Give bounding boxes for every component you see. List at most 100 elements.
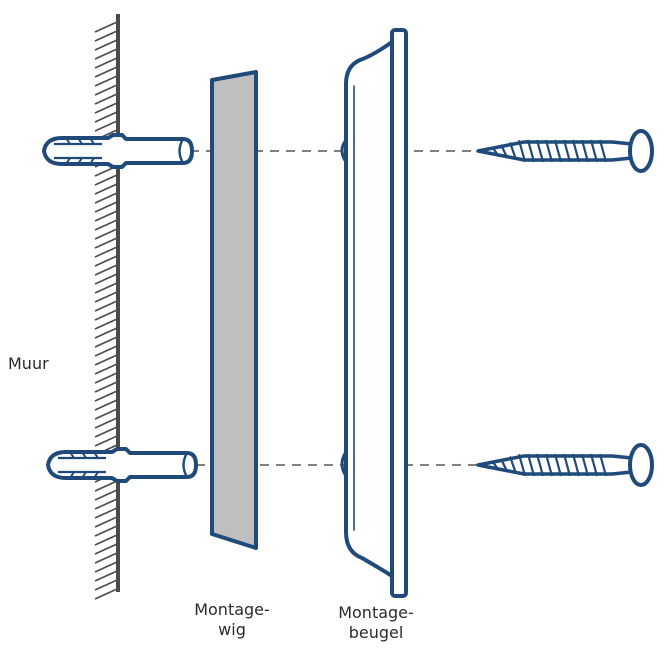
screw-thread	[500, 458, 508, 472]
hatch-stroke	[94, 219, 118, 231]
screw-thread	[526, 139, 536, 163]
hatch-stroke	[94, 21, 118, 33]
hatch-stroke	[94, 282, 118, 294]
hatch-stroke	[94, 93, 118, 105]
hatch-stroke	[94, 435, 118, 447]
screw-thread	[544, 453, 554, 477]
screw-bottom	[476, 443, 654, 487]
hatch-stroke	[94, 273, 118, 285]
hatch-stroke	[94, 291, 118, 303]
hatch-stroke	[94, 300, 118, 312]
hatch-stroke	[94, 264, 118, 276]
wall-label-text: Muur	[8, 354, 49, 373]
mounting-bracket-label-line1: Montage-	[338, 603, 414, 622]
hatch-stroke	[94, 57, 118, 69]
hatch-stroke	[94, 372, 118, 384]
hatch-stroke	[94, 354, 118, 366]
screw-thread	[491, 146, 499, 156]
hatch-stroke	[94, 66, 118, 78]
hatch-stroke	[94, 363, 118, 375]
screw-thread	[598, 453, 608, 477]
hatch-stroke	[94, 255, 118, 267]
mounting-bracket-icon	[340, 28, 408, 598]
hatch-stroke	[94, 111, 118, 123]
hatch-stroke	[94, 381, 118, 393]
hatch-stroke	[94, 48, 118, 60]
wall-plug-icon	[46, 447, 198, 483]
wall-plug-top	[42, 133, 194, 169]
screw-thread	[589, 453, 599, 477]
screw-thread	[508, 456, 518, 474]
hatch-stroke	[94, 84, 118, 96]
mounting-wedge-label: Montage- wig	[186, 600, 278, 640]
mounting-wedge-label-line2: wig	[218, 620, 246, 639]
mounting-bracket-label-line2: beugel	[348, 623, 404, 642]
hatch-stroke	[94, 390, 118, 402]
hatch-stroke	[94, 498, 118, 510]
hatch-stroke	[94, 570, 118, 582]
hatch-stroke	[94, 408, 118, 420]
screw-top	[476, 129, 654, 173]
wall-plug-bottom	[46, 447, 198, 483]
hatch-stroke	[94, 534, 118, 546]
hatch-stroke	[94, 174, 118, 186]
screw-thread	[571, 453, 581, 477]
hatch-stroke	[94, 246, 118, 258]
hatch-stroke	[94, 516, 118, 528]
screw-thread	[526, 453, 536, 477]
screw-thread	[562, 453, 572, 477]
screw-thread	[562, 139, 572, 163]
screw-thread	[517, 139, 527, 163]
screw-thread	[491, 460, 499, 470]
screw-icon	[476, 443, 654, 487]
wall-plug-icon	[42, 133, 194, 169]
hatch-stroke	[94, 75, 118, 87]
hatch-stroke	[94, 30, 118, 42]
hatch-stroke	[94, 507, 118, 519]
hatch-stroke	[94, 237, 118, 249]
screw-thread	[553, 139, 563, 163]
wall-label: Muur	[8, 354, 49, 374]
mounting-wedge-icon	[210, 70, 258, 550]
hatch-stroke	[94, 345, 118, 357]
hatch-stroke	[94, 543, 118, 555]
screw-thread	[535, 139, 545, 163]
hatch-stroke	[94, 552, 118, 564]
wall-hatching	[94, 21, 118, 600]
hatch-stroke	[94, 417, 118, 429]
hatch-stroke	[94, 489, 118, 501]
hatch-stroke	[94, 192, 118, 204]
hatch-stroke	[94, 228, 118, 240]
hatch-stroke	[94, 201, 118, 213]
screw-thread	[580, 139, 590, 163]
hatch-stroke	[94, 318, 118, 330]
screw-thread	[544, 139, 554, 163]
hatch-stroke	[94, 327, 118, 339]
screw-thread	[553, 453, 563, 477]
screw-thread	[500, 144, 508, 158]
screw-thread	[580, 453, 590, 477]
hatch-stroke	[94, 480, 118, 492]
screw-icon	[476, 129, 654, 173]
screw-thread	[589, 139, 599, 163]
hatch-stroke	[94, 426, 118, 438]
hatch-stroke	[94, 39, 118, 51]
hatch-stroke	[94, 309, 118, 321]
hatch-stroke	[94, 210, 118, 222]
hatch-stroke	[94, 120, 118, 132]
screw-thread	[508, 142, 518, 160]
hatch-stroke	[94, 183, 118, 195]
hatch-stroke	[94, 561, 118, 573]
screw-thread	[598, 139, 608, 163]
wall	[94, 14, 120, 600]
screw-thread	[535, 453, 545, 477]
mounting-wedge-label-line1: Montage-	[194, 600, 270, 619]
hatch-stroke	[94, 525, 118, 537]
mounting-bracket-label: Montage- beugel	[330, 603, 422, 643]
hatch-stroke	[94, 399, 118, 411]
hatch-stroke	[94, 588, 118, 600]
hatch-stroke	[94, 102, 118, 114]
screw-thread	[571, 139, 581, 163]
screw-thread	[517, 453, 527, 477]
